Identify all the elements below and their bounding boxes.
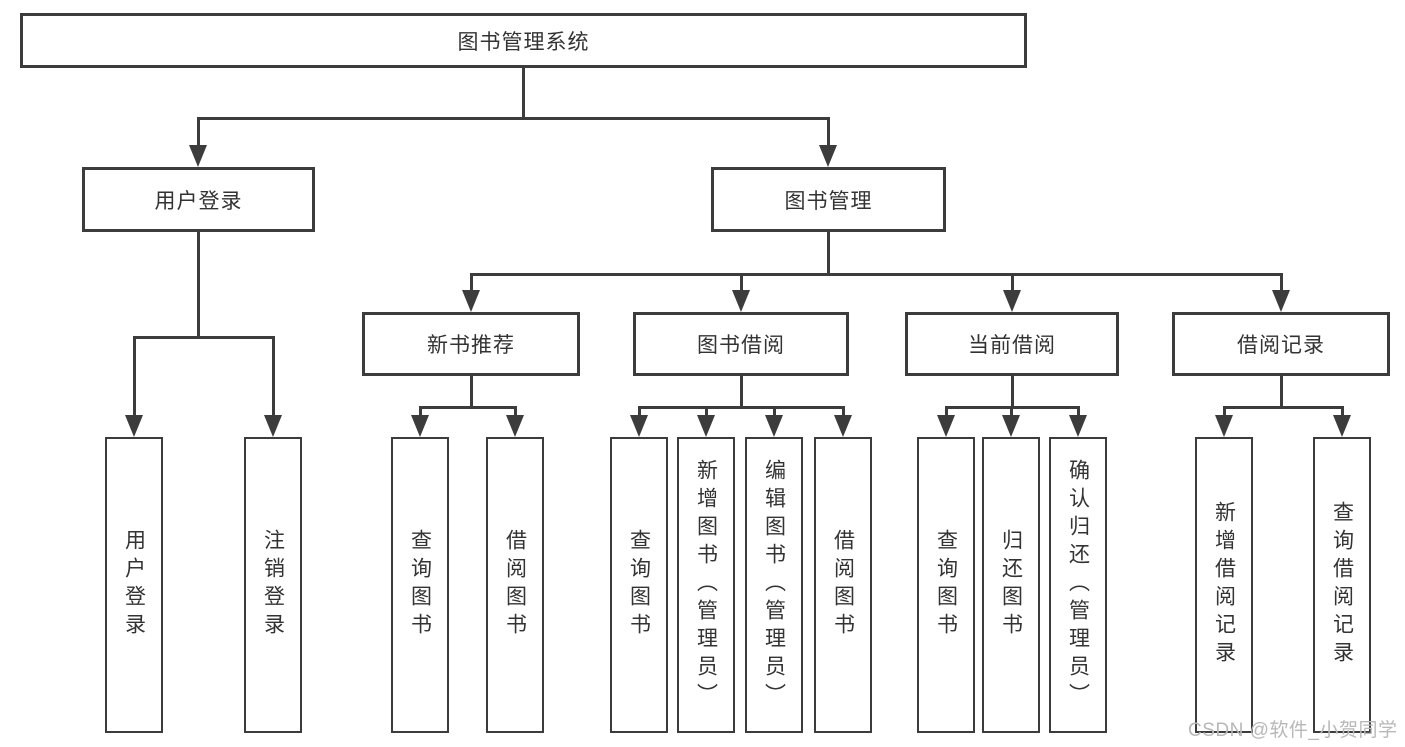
- arrowhead-icon: [1002, 415, 1020, 437]
- arrowhead-icon: [697, 415, 715, 437]
- arrowhead-icon: [765, 415, 783, 437]
- arrowhead-icon: [630, 415, 648, 437]
- node-book-borrow: 图书借阅: [633, 312, 849, 376]
- connector-line: [1010, 376, 1014, 409]
- connector-line: [469, 376, 473, 409]
- leaf-borrow-borrow-books: 借阅图书: [814, 437, 872, 733]
- arrowhead-icon: [819, 145, 837, 167]
- node-user-login: 用户登录: [82, 167, 315, 232]
- connector-line: [1076, 406, 1080, 417]
- connector-line: [637, 406, 845, 409]
- arrowhead-icon: [189, 145, 207, 167]
- node-new-book-recommend: 新书推荐: [362, 312, 580, 376]
- connector-line: [772, 406, 776, 417]
- connector-line: [1279, 376, 1283, 409]
- connector-line: [826, 232, 830, 276]
- leaf-borrow-query-books: 查询图书: [610, 437, 668, 733]
- arrowhead-icon: [937, 415, 955, 437]
- watermark: CSDN @软件_小贺同学: [1188, 720, 1398, 741]
- node-book-management: 图书管理: [711, 167, 946, 232]
- connector-line: [1010, 273, 1014, 292]
- connector-line: [196, 117, 830, 120]
- connector-line: [841, 406, 845, 417]
- leaf-newbook-borrow-books: 借阅图书: [486, 437, 544, 733]
- connector-line: [1222, 406, 1344, 409]
- arrowhead-icon: [1215, 415, 1233, 437]
- connector-line: [521, 68, 525, 120]
- arrowhead-icon: [462, 290, 480, 312]
- leaf-records-query-record: 查询借阅记录: [1313, 437, 1371, 733]
- node-borrow-records: 借阅记录: [1172, 312, 1390, 376]
- connector-line: [196, 117, 200, 147]
- leaf-current-query-books: 查询图书: [917, 437, 975, 733]
- connector-line: [944, 406, 1080, 409]
- connector-line: [739, 376, 743, 409]
- arrowhead-icon: [834, 415, 852, 437]
- connector-line: [1340, 406, 1344, 417]
- leaf-newbook-query-books: 查询图书: [391, 437, 449, 733]
- arrowhead-icon: [1272, 290, 1290, 312]
- connector-line: [196, 232, 200, 339]
- leaf-current-confirm-return-admin: 确认归还（管理员）: [1049, 437, 1107, 733]
- connector-line: [271, 336, 275, 417]
- connector-line: [1279, 273, 1283, 292]
- connector-line: [637, 406, 641, 417]
- connector-line: [1222, 406, 1226, 417]
- connector-line: [132, 336, 275, 339]
- connector-line: [739, 273, 743, 292]
- arrowhead-icon: [1333, 415, 1351, 437]
- connector-line: [1009, 406, 1013, 417]
- connector-line: [418, 406, 517, 409]
- leaf-logout: 注销登录: [244, 437, 302, 733]
- connector-line: [469, 273, 473, 292]
- leaf-user-login: 用户登录: [105, 437, 163, 733]
- connector-line: [704, 406, 708, 417]
- arrowhead-icon: [1069, 415, 1087, 437]
- arrowhead-icon: [411, 415, 429, 437]
- arrowhead-icon: [1003, 290, 1021, 312]
- leaf-current-return-books: 归还图书: [982, 437, 1040, 733]
- node-root: 图书管理系统: [20, 13, 1027, 68]
- connector-line: [469, 273, 1283, 276]
- leaf-borrow-edit-books-admin: 编辑图书（管理员）: [745, 437, 803, 733]
- connector-line: [513, 406, 517, 417]
- connector-line: [132, 336, 136, 417]
- arrowhead-icon: [732, 290, 750, 312]
- arrowhead-icon: [506, 415, 524, 437]
- leaf-records-add-record: 新增借阅记录: [1195, 437, 1253, 733]
- arrowhead-icon: [125, 415, 143, 437]
- connector-line: [944, 406, 948, 417]
- connector-line: [826, 117, 830, 147]
- connector-line: [418, 406, 422, 417]
- arrowhead-icon: [264, 415, 282, 437]
- node-current-borrow: 当前借阅: [905, 312, 1119, 376]
- leaf-borrow-add-books-admin: 新增图书（管理员）: [677, 437, 735, 733]
